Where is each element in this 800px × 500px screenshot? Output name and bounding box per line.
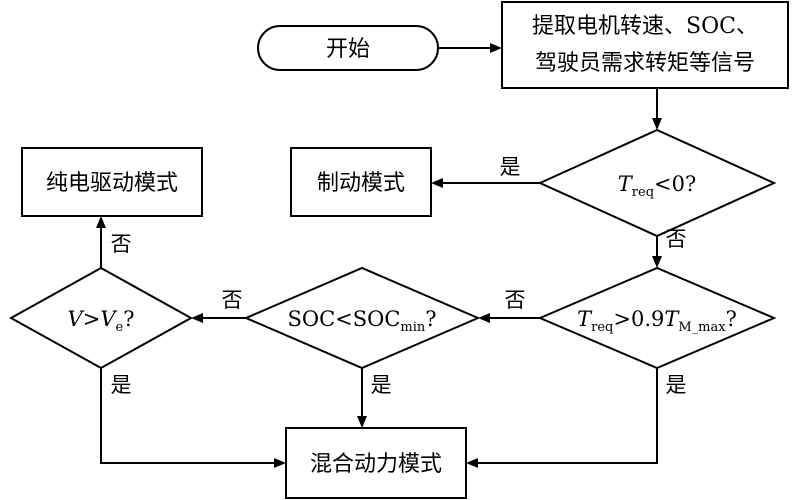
hybrid-mode-label: 混合动力模式	[310, 452, 442, 477]
edge-speed-no-to-pure-electric	[96, 216, 106, 268]
edge-label-yes-soc: 是	[371, 373, 392, 397]
extract-signals-line2: 驾驶员需求转矩等信号	[535, 51, 755, 76]
edge-label-yes-treq-exceeds: 是	[666, 373, 687, 397]
hybrid-mode-node: 混合动力模式	[285, 427, 467, 499]
edge-treq-exceeds-yes-to-hybrid	[466, 368, 658, 468]
decision-soc-low-label: SOC<SOCmin?	[287, 307, 436, 335]
start-label: 开始	[326, 37, 370, 62]
edge-label-yes-braking: 是	[500, 155, 521, 179]
decision-speed-threshold-label: V>Ve?	[68, 307, 135, 335]
braking-mode-label: 制动模式	[317, 171, 405, 196]
decision-treq-exceeds-limit-label: Treq>0.9TM_max?	[577, 307, 737, 335]
extract-signals-line1: 提取电机转速、SOC、	[532, 14, 758, 39]
edge-treq-negative-yes-to-braking	[431, 178, 540, 188]
extract-signals-node: 提取电机转速、SOC、 驾驶员需求转矩等信号	[501, 1, 789, 89]
decision-soc-low: SOC<SOCmin?	[243, 266, 481, 370]
edge-label-no-speed: 否	[222, 288, 243, 312]
edge-speed-yes-to-hybrid	[100, 368, 286, 468]
pure-electric-mode-node: 纯电驱动模式	[21, 147, 203, 217]
decision-speed-threshold: V>Ve?	[8, 266, 194, 370]
decision-treq-negative: Treq<0?	[537, 128, 777, 238]
edge-label-no-soc: 否	[505, 288, 526, 312]
edge-label-no-treq: 否	[666, 227, 687, 251]
edge-soc-yes-to-hybrid	[357, 368, 367, 428]
edge-soc-no-to-speed	[191, 313, 246, 323]
decision-treq-negative-label: Treq<0?	[618, 172, 696, 200]
edge-label-no-pure-electric: 否	[111, 232, 132, 256]
start-node: 开始	[257, 25, 439, 71]
edge-treq-exceeds-no-to-soc	[478, 313, 540, 323]
pure-electric-mode-label: 纯电驱动模式	[46, 171, 178, 196]
edge-start-to-extract	[438, 43, 502, 53]
edge-extract-to-treq-negative	[652, 88, 662, 130]
edge-label-yes-speed: 是	[111, 373, 132, 397]
decision-treq-exceeds-limit: Treq>0.9TM_max?	[537, 266, 777, 370]
edge-treq-negative-no-to-treq-exceeds	[652, 236, 662, 268]
braking-mode-node: 制动模式	[290, 147, 432, 217]
